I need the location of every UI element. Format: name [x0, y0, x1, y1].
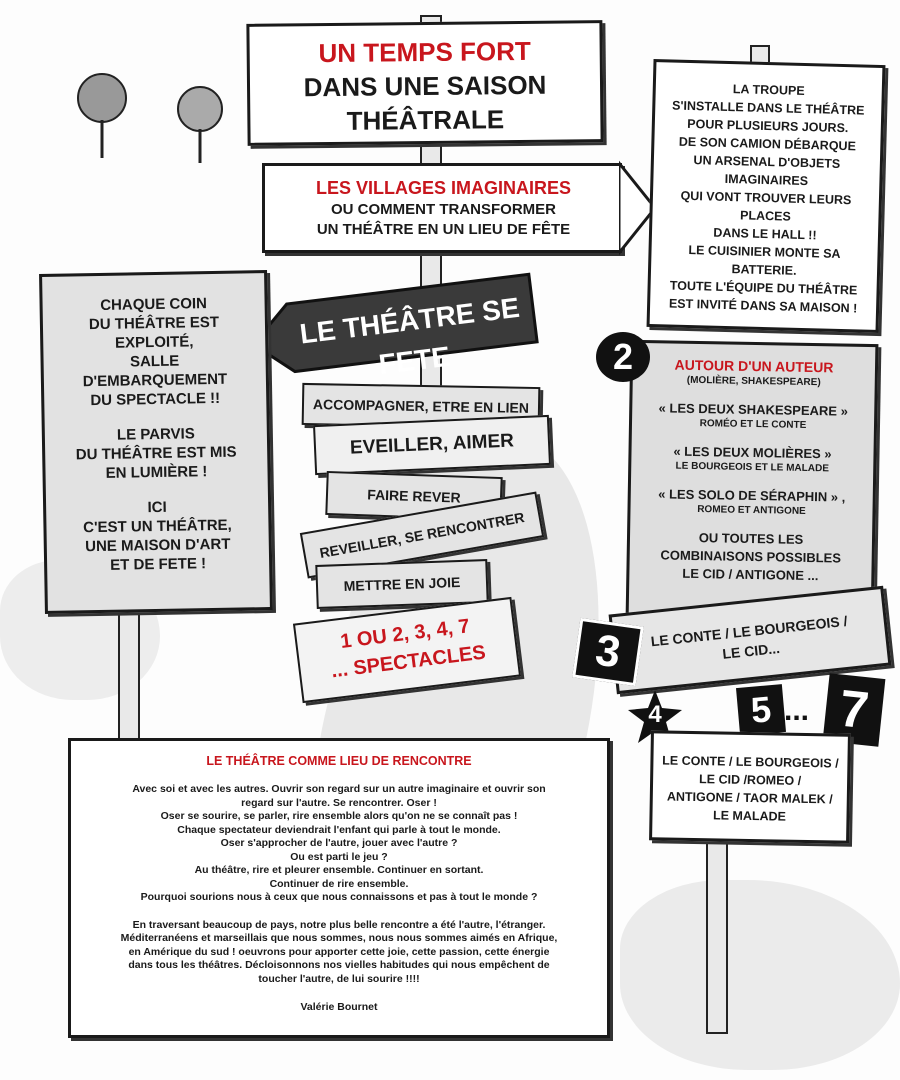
auteur-sign: AUTOUR D'UN AUTEUR (MOLIÈRE, SHAKESPEARE… — [625, 339, 879, 625]
title-line-3: THÉÂTRALE — [346, 104, 505, 136]
sign-7: LE CONTE / LE BOURGEOIS / LE CID /ROMEO … — [649, 730, 851, 844]
sign7-line: LE CONTE / LE BOURGEOIS / — [662, 753, 839, 771]
number-2-badge: 2 — [596, 332, 650, 382]
ground-wash — [620, 880, 900, 1070]
rencontre-line: en Amérique du sud ! oeuvrons pour appor… — [128, 945, 550, 958]
title-line-1: UN TEMPS FORT — [318, 35, 531, 69]
tree-icon — [72, 70, 132, 160]
sign7-line: LE MALADE — [712, 808, 787, 824]
rencontre-line: Oser se sourire, se parler, rire ensembl… — [160, 810, 518, 822]
rencontre-line: regard sur l'autre. Se rencontrer. Oser … — [241, 796, 437, 809]
left-line: DU THÉÂTRE EST MIS — [75, 443, 237, 464]
rencontre-panel: LE THÉÂTRE COMME LIEU DE RENCONTRE Avec … — [68, 738, 610, 1038]
rencontre-line: toucher l'autre, de lui sourire !!!! — [258, 972, 420, 985]
left-line: ET DE FETE ! — [110, 555, 207, 574]
rencontre-line: En traversant beaucoup de pays, notre pl… — [132, 918, 546, 931]
auteur-item2-sub: LE BOURGEOIS ET LE MALADE — [675, 460, 830, 475]
plank-eveiller: EVEILLER, AIMER — [313, 414, 551, 476]
villages-line-2: UN THÉÂTRE EN UN LIEU DE FÊTE — [316, 221, 571, 238]
right-post-bottom — [706, 830, 728, 1034]
troupe-text: LA TROUPE S'INSTALLE DANS LE THÉÂTRE POU… — [650, 78, 882, 318]
rencontre-line: Pourquoi sourions nous à ceux que nous c… — [140, 891, 538, 903]
rencontre-signature: Valérie Bournet — [300, 1001, 378, 1013]
left-sign: CHAQUE COIN DU THÉÂTRE EST EXPLOITÉ, SAL… — [39, 270, 273, 614]
left-post — [118, 600, 140, 744]
rencontre-line: Méditerranéens et marseillais que nous s… — [120, 932, 558, 944]
villages-sign: LES VILLAGES IMAGINAIRES OU COMMENT TRAN… — [262, 163, 622, 253]
sign7-line: ANTIGONE / TAOR MALEK / — [666, 789, 833, 807]
rencontre-title: LE THÉÂTRE COMME LIEU DE RENCONTRE — [206, 754, 472, 768]
rencontre-paragraph-2: En traversant beaucoup de pays, notre pl… — [85, 919, 593, 987]
rencontre-line: Avec soi et avec les autres. Ouvrir son … — [132, 783, 546, 795]
rencontre-line: Chaque spectateur deviendrait l'enfant q… — [177, 823, 501, 836]
rencontre-paragraph-1: Avec soi et avec les autres. Ouvrir son … — [85, 783, 593, 905]
theatre-fete-arrow: LE THÉÂTRE SE FETE — [246, 268, 544, 383]
number-4-star-badge: 4 — [626, 688, 684, 746]
number-dots: ... — [784, 694, 810, 727]
title-line-2: DANS UNE SAISON — [303, 69, 547, 103]
rencontre-line: Ou est parti le jeu ? — [290, 850, 388, 863]
troupe-sign: LA TROUPE S'INSTALLE DANS LE THÉÂTRE POU… — [646, 59, 886, 333]
rencontre-line: Continuer de rire ensemble. — [269, 877, 409, 890]
rencontre-line: Au théâtre, rire et pleurer ensemble. Co… — [194, 864, 484, 876]
rencontre-line: dans tous les théâtres. Décloisonnons no… — [128, 959, 550, 971]
villages-title: LES VILLAGES IMAGINAIRES — [315, 178, 572, 198]
number-4-label: 4 — [648, 701, 662, 728]
left-sign-text: CHAQUE COIN DU THÉÂTRE EST EXPLOITÉ, SAL… — [42, 293, 269, 576]
number-3-badge: 3 — [572, 617, 644, 687]
title-sign: UN TEMPS FORT DANS UNE SAISON THÉÂTRALE — [246, 20, 604, 146]
plank-mettre-en-joie: METTRE EN JOIE — [315, 559, 489, 609]
rencontre-line: Oser s'approcher de l'autre, jouer avec … — [220, 837, 458, 849]
villages-arrow-tip — [617, 158, 659, 258]
number-5-badge: 5 — [735, 684, 787, 736]
villages-line-1: OU COMMENT TRANSFORMER — [331, 201, 556, 218]
auteur-subtitle: (MOLIÈRE, SHAKESPEARE) — [686, 374, 821, 389]
tree-icon — [172, 85, 228, 165]
